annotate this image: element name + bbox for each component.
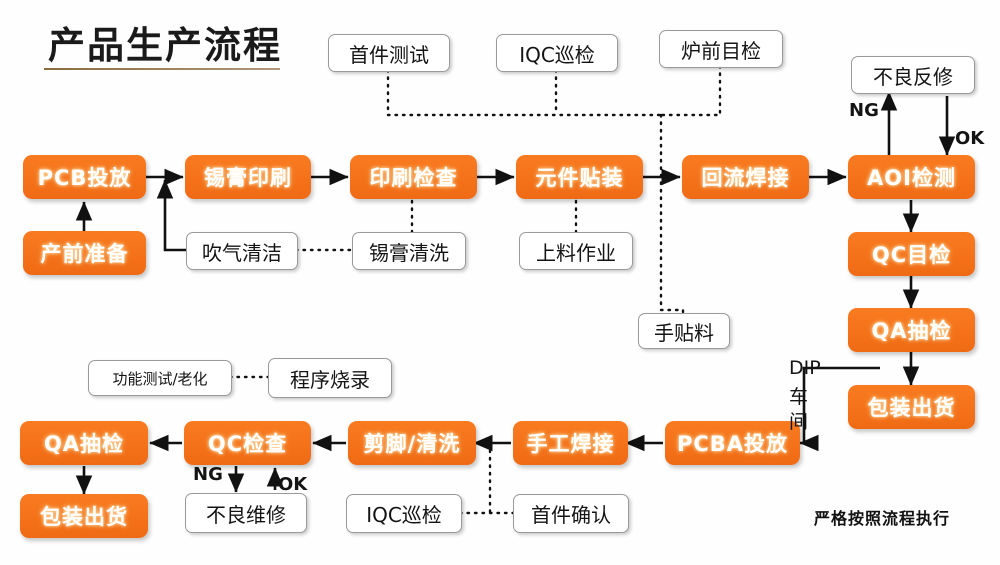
flow-label-dip-line1: DIP [789,357,821,379]
process-box-solder-paste[interactable]: 锡膏印刷 [185,155,311,199]
flow-label-ng-top: NG [849,100,879,121]
flow-label-dip-line3: 间 [789,411,809,433]
process-box-print-check[interactable]: 印刷检查 [350,155,477,199]
flow-label-ok-top: OK [955,128,985,149]
process-box-qa-sampling-bottom[interactable]: QA抽检 [20,421,148,465]
label-box-pre-furnace-visual[interactable]: 炉前目检 [659,30,783,68]
footer-note: 严格按照流程执行 [814,509,951,528]
label-box-paste-clean[interactable]: 锡膏清洗 [352,232,466,270]
label-box-iqc-patrol-bottom[interactable]: IQC巡检 [346,494,462,533]
process-box-pcb-feed[interactable]: PCB投放 [23,155,146,199]
label-box-function-test-aging[interactable]: 功能测试/老化 [88,360,232,396]
label-box-first-article-test[interactable]: 首件测试 [328,34,450,72]
flow-label-dip-line2: 车 [789,386,809,408]
process-box-reflow-solder[interactable]: 回流焊接 [682,155,809,199]
process-box-aoi-test[interactable]: AOI检测 [848,155,975,199]
process-box-qc-check[interactable]: QC检查 [184,421,311,465]
process-box-packing-top[interactable]: 包装出货 [848,385,975,429]
label-box-feeding-work[interactable]: 上料作业 [519,232,633,270]
process-box-cut-clean[interactable]: 剪脚/清洗 [348,421,476,465]
process-box-pcba-feed[interactable]: PCBA投放 [665,421,800,465]
label-box-iqc-patrol-top[interactable]: IQC巡检 [496,34,618,72]
flow-label-ng-bottom: NG [193,464,223,485]
process-box-packing-bottom[interactable]: 包装出货 [20,494,148,538]
process-box-pre-production[interactable]: 产前准备 [23,231,146,275]
process-box-qa-sampling-top[interactable]: QA抽检 [848,308,975,352]
process-box-qc-visual[interactable]: QC目检 [848,232,975,276]
label-box-program-burn[interactable]: 程序烧录 [268,358,392,398]
label-box-hand-place-parts[interactable]: 手贴料 [638,313,730,349]
label-box-first-article-confirm[interactable]: 首件确认 [513,494,629,533]
label-box-repair-defect[interactable]: 不良维修 [185,493,307,533]
process-box-hand-solder[interactable]: 手工焊接 [513,421,628,465]
label-box-rework-defect[interactable]: 不良反修 [851,56,975,94]
page-title: 产品生产流程 [48,24,282,67]
flow-label-ok-bottom: OK [278,474,308,495]
label-box-air-blow-clean[interactable]: 吹气清洁 [186,232,298,270]
process-box-component-mount[interactable]: 元件贴装 [516,155,643,199]
title-underline [44,68,280,70]
